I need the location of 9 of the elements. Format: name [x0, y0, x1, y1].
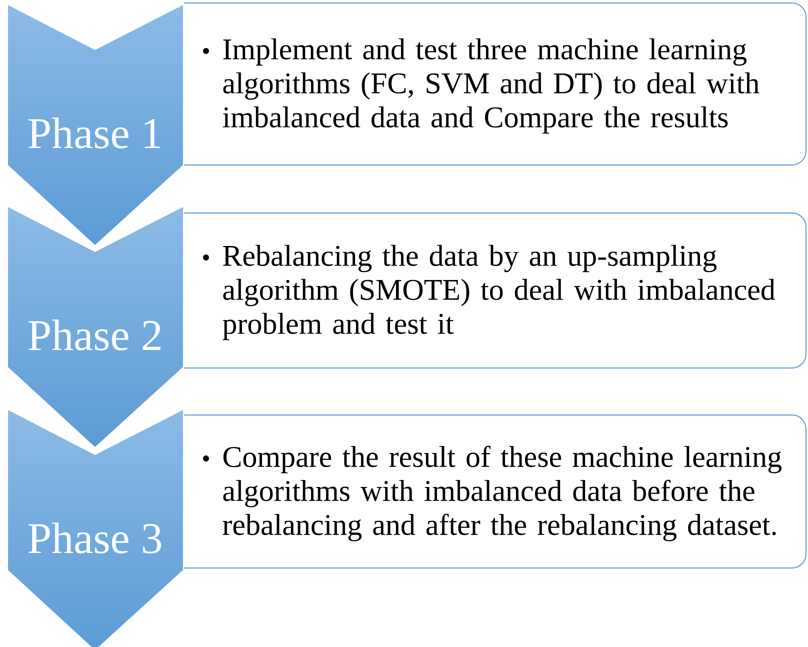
text-box: [184, 414, 806, 568]
text-box: [184, 212, 806, 368]
phase-chevron: Phase 3: [28, 522, 162, 554]
text-box: [184, 2, 806, 166]
node-label: Rebalancing the data by an up-sampling algorithm (SMOTE) to deal with imbalanced problem and test it: [222, 244, 776, 340]
phase-chevron: Phase 1: [28, 118, 160, 148]
phase-chevron: Phase 2: [28, 320, 160, 350]
node-label: Implement and test three machine learning algorithms (FC, SVM and DT) to deal with imbalanced data and Compare the results: [222, 38, 760, 134]
node-label: Compare the result of these machine learning algorithms with imbalanced data before the rebalancing and after the rebalancing dataset.: [222, 446, 782, 542]
